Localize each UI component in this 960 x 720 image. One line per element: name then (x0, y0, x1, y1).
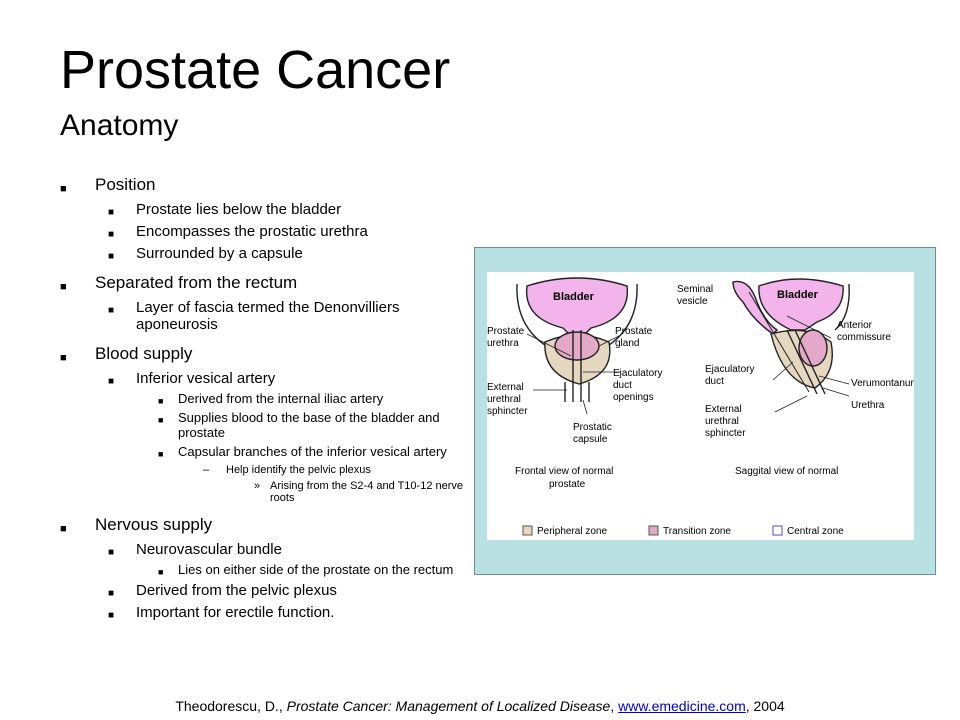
bullet-level3: ■ Supplies blood to the base of the bladd… (60, 410, 470, 440)
saggital-bladder-shape (758, 278, 844, 331)
bullet-marker: ■ (108, 229, 115, 240)
frontal-bladder-shape (525, 277, 629, 337)
bullet-marker: ■ (108, 588, 115, 599)
bullet-text: Position (95, 175, 156, 194)
citation-author: Theodorescu, D., (175, 698, 287, 714)
bullet-level2: ■ Encompasses the prostatic urethra (60, 223, 470, 240)
bullet-marker: » (254, 480, 261, 492)
urethra-label: Urethra (851, 400, 885, 411)
bullet-level3: ■ Derived from the internal iliac artery (60, 391, 470, 406)
bullet-text: Derived from the pelvic plexus (136, 582, 337, 599)
bullet-marker: ■ (60, 523, 67, 535)
bullet-level3: ■ Capsular branches of the inferior vesic… (60, 444, 470, 459)
citation-link[interactable]: www.emedicine.com (618, 698, 746, 714)
bullet-text: Lies on either side of the prostate on t… (178, 562, 454, 577)
citation-work-title: Prostate Cancer: Management of Localized… (286, 698, 611, 714)
bullet-level2: ■ Inferior vesical artery (60, 370, 470, 387)
bullet-text: Nervous supply (95, 515, 213, 534)
bullet-text: Neurovascular bundle (136, 541, 282, 558)
zone-legend: Peripheral zone Transition zone Central … (522, 525, 844, 537)
central-zone-label: Central zone (787, 526, 844, 537)
peripheral-zone-swatch (522, 525, 533, 536)
bullet-marker: – (203, 464, 210, 476)
bullet-level5: » Arising from the S2-4 and T10-12 nerve … (60, 480, 470, 504)
bullet-level2: ■ Layer of fascia termed the Denonvillier… (60, 299, 470, 333)
bullet-text: Supplies blood to the base of the bladde… (178, 410, 440, 440)
citation-footer: Theodorescu, D., Prostate Cancer: Manage… (0, 697, 960, 715)
bullet-level2: ■ Prostate lies below the bladder (60, 201, 470, 218)
bullet-text: Layer of fascia termed the Denonvilliers… (136, 299, 400, 333)
frontal-bladder-label: Bladder (553, 291, 595, 303)
bullet-marker: ■ (60, 352, 67, 364)
bullet-text: Derived from the internal iliac artery (178, 391, 384, 406)
bullet-marker: ■ (158, 449, 164, 459)
bullet-marker: ■ (158, 396, 164, 406)
bullet-level1: ■ Separated from the rectum (60, 272, 470, 294)
bullet-level1: ■ Position (60, 174, 470, 196)
bullet-marker: ■ (108, 376, 115, 387)
bullet-level2: ■ Neurovascular bundle (60, 541, 470, 558)
bullet-text: Help identify the pelvic plexus (226, 464, 371, 476)
bullet-marker: ■ (60, 183, 67, 195)
bullet-text: Separated from the rectum (95, 273, 298, 292)
bullet-level2: ■ Derived from the pelvic plexus (60, 582, 470, 599)
bullet-marker: ■ (158, 415, 164, 425)
bullet-marker: ■ (60, 281, 67, 293)
transition-zone-label: Transition zone (663, 526, 731, 537)
saggital-caption: Saggital view of normal (735, 466, 838, 477)
bullet-level4: – Help identify the pelvic plexus (60, 463, 470, 477)
saggital-bladder-label: Bladder (777, 289, 819, 301)
verumontanum-label: Verumontanum (851, 378, 914, 389)
bullet-text: Inferior vesical artery (136, 370, 276, 387)
frontal-view (516, 277, 638, 415)
bullet-level2: ■ Surrounded by a capsule (60, 245, 470, 262)
bullet-level2: ■ Important for erectile function. (60, 604, 470, 621)
slide-subtitle: Anatomy (60, 109, 179, 142)
citation-year: , 2004 (745, 698, 785, 714)
bullet-text: Prostate lies below the bladder (136, 201, 342, 218)
bullet-level3: ■ Lies on either side of the prostate on … (60, 562, 470, 577)
bullet-text: Blood supply (95, 344, 193, 363)
transition-zone-swatch (648, 525, 659, 536)
bullet-list: ■ Position ■ Prostate lies below the bladde… (60, 168, 470, 621)
bullet-level1: ■ Blood supply (60, 343, 470, 365)
peripheral-zone-label: Peripheral zone (537, 526, 607, 537)
citation-separator: , (610, 698, 619, 714)
central-zone-swatch (772, 525, 783, 536)
bullet-marker: ■ (108, 610, 115, 621)
bullet-text: Encompasses the prostatic urethra (136, 223, 368, 240)
saggital-transition-zone (798, 329, 828, 367)
saggital-view (732, 278, 850, 413)
frontal-transition-zone (554, 331, 600, 361)
bullet-text: Capsular branches of the inferior vesica… (178, 444, 447, 459)
bullet-marker: ■ (108, 207, 115, 218)
bullet-marker: ■ (108, 305, 115, 316)
bullet-text: Important for erectile function. (136, 604, 335, 621)
slide-title: Prostate Cancer (60, 40, 451, 100)
bullet-text: Arising from the S2-4 and T10-12 nerve r… (270, 480, 464, 504)
bullet-marker: ■ (108, 251, 115, 262)
bullet-text: Surrounded by a capsule (136, 245, 303, 262)
bullet-level1: ■ Nervous supply (60, 514, 470, 536)
bullet-marker: ■ (108, 547, 115, 558)
bullet-marker: ■ (158, 567, 164, 577)
